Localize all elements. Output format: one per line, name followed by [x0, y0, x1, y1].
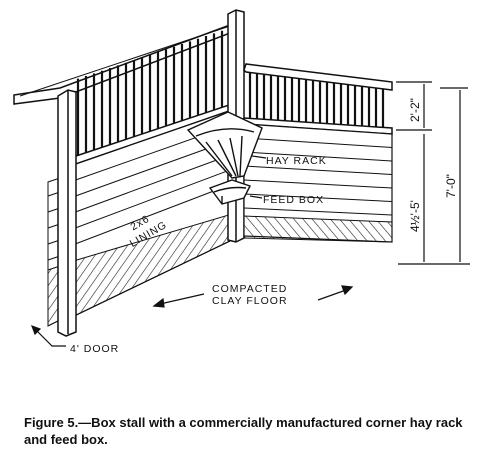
dim-total-height: 7'-0": [444, 174, 458, 198]
left-wall: [13, 20, 239, 327]
lining-board: [243, 193, 393, 202]
dim-lining-height: 4½'-5': [408, 200, 422, 232]
hay-rack: [186, 111, 263, 179]
lining-board: [243, 165, 393, 175]
dim-top-section: 2'-2": [408, 98, 422, 122]
hay-rack-label: HAY RACK: [266, 155, 327, 167]
floor-label-line2: CLAY FLOOR: [212, 295, 288, 307]
feed-box-leader: [249, 195, 263, 199]
box-stall-illustration: HAY RACK FEED BOX 2x6 LINING COMPACTED C…: [13, 9, 470, 355]
feed-box-label: FEED BOX: [263, 194, 324, 206]
figure-caption: Figure 5.—Box stall with a commercially …: [24, 415, 463, 447]
floor-label-line1: COMPACTED: [212, 283, 287, 295]
front-post: [57, 89, 77, 337]
lining-board: [243, 179, 393, 189]
door-label: 4' DOOR: [70, 343, 119, 355]
back-wall: [243, 63, 393, 243]
lining-board: [243, 151, 393, 162]
hay-rack-leader: [251, 155, 267, 159]
lining-board: [69, 183, 233, 247]
lining-board: [69, 168, 233, 231]
floor-arrows: [152, 285, 354, 308]
lining-board: [69, 153, 233, 215]
lining-board: [243, 207, 393, 216]
lining-board: [243, 137, 393, 148]
dimension-lines: [396, 81, 470, 265]
feed-box: [208, 179, 251, 205]
door-arrow: [30, 324, 66, 347]
